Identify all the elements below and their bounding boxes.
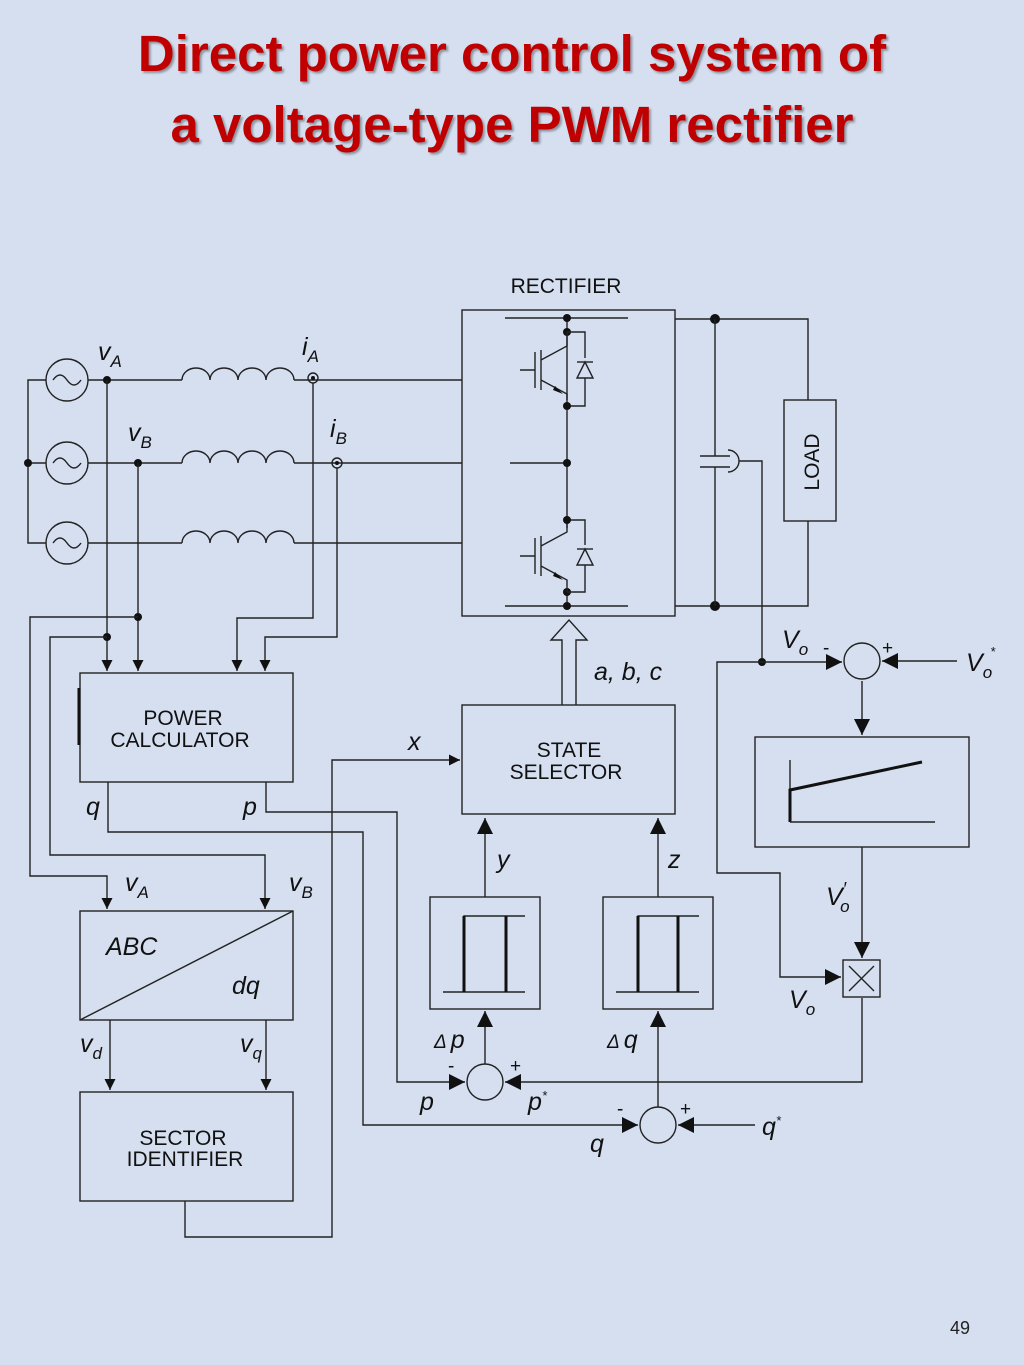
- sector-identifier-block: SECTOR IDENTIFIER: [79, 1091, 294, 1202]
- plus-q: +: [680, 1099, 691, 1120]
- load-label: LOAD: [801, 433, 824, 490]
- label-Vo: Vo: [782, 626, 808, 659]
- page-number: 49: [949, 1318, 971, 1338]
- label-p-feedback: p: [419, 1088, 434, 1116]
- dc-link: LOAD: [675, 314, 837, 662]
- rectifier-block: RECTIFIER: [461, 275, 676, 617]
- minus-p: -: [448, 1056, 454, 1077]
- q-summing-junction-icon: [639, 1106, 677, 1144]
- hysteresis-p-block: [429, 896, 541, 1010]
- inductor-b-icon: [181, 450, 295, 464]
- inductor-a-icon: [181, 367, 295, 381]
- abc-label: ABC: [104, 933, 158, 961]
- p-summing-junction-icon: [466, 1063, 504, 1101]
- state-selector-block: STATE SELECTOR: [461, 704, 676, 815]
- rectifier-label: RECTIFIER: [511, 275, 622, 298]
- label-q-ref: q*: [762, 1113, 782, 1141]
- minus-q: -: [617, 1099, 623, 1120]
- sector-label-1: SECTOR: [139, 1127, 226, 1150]
- capacitor-icon: [700, 449, 763, 662]
- igbt-upper-icon: [520, 331, 595, 410]
- power-calculator-block: POWER CALCULATOR: [77, 672, 294, 783]
- label-vB: vB: [128, 419, 152, 452]
- pi-controller-block: [754, 736, 970, 848]
- label-vq: vq: [240, 1030, 263, 1063]
- plus-p: +: [510, 1056, 521, 1077]
- label-y: y: [495, 846, 511, 874]
- slide-title: Direct power control system of a voltage…: [0, 18, 1024, 160]
- label-z: z: [667, 846, 681, 874]
- hysteresis-q-block: [602, 896, 714, 1010]
- minus-v: -: [823, 638, 829, 659]
- igbt-lower-icon: [520, 516, 595, 593]
- plus-v: +: [882, 638, 893, 659]
- label-q-feedback: q: [590, 1130, 604, 1158]
- label-vd: vd: [80, 1030, 103, 1063]
- label-Vo-mult: Vo: [789, 986, 815, 1019]
- state-selector-label-1: STATE: [537, 739, 602, 762]
- inductor-c-icon: [181, 530, 295, 544]
- abc-dq-transform-block: ABC dq: [79, 910, 294, 1021]
- voltage-summing-junction-icon: [843, 642, 881, 680]
- multiplier-icon: [842, 959, 881, 998]
- sector-label-2: IDENTIFIER: [127, 1148, 244, 1171]
- switching-signal-arrow-icon: [549, 618, 589, 705]
- label-iB: iB: [330, 415, 347, 448]
- label-Vo-prime: V′o: [826, 879, 850, 916]
- power-calc-label-1: POWER: [143, 707, 222, 730]
- title-line-2: a voltage-type PWM rectifier: [170, 96, 854, 153]
- label-iA: iA: [302, 333, 319, 366]
- label-p-ref: p*: [527, 1088, 548, 1116]
- label-vB-in: vB: [289, 869, 313, 902]
- dq-label: dq: [232, 972, 260, 1000]
- state-selector-label-2: SELECTOR: [510, 761, 623, 784]
- ac-sources: [24, 358, 89, 565]
- label-abc-states: a, b, c: [594, 658, 663, 686]
- label-vA-in: vA: [125, 869, 149, 902]
- label-x: x: [407, 728, 422, 756]
- power-calc-label-2: CALCULATOR: [110, 729, 249, 752]
- label-q-out: q: [86, 793, 100, 821]
- load-block: [783, 399, 837, 522]
- label-p-out: p: [242, 793, 257, 821]
- phase-lines: [88, 367, 462, 544]
- title-line-1: Direct power control system of: [137, 25, 887, 82]
- label-Vo-ref: Vo*: [966, 644, 996, 682]
- label-vA: vA: [98, 338, 122, 371]
